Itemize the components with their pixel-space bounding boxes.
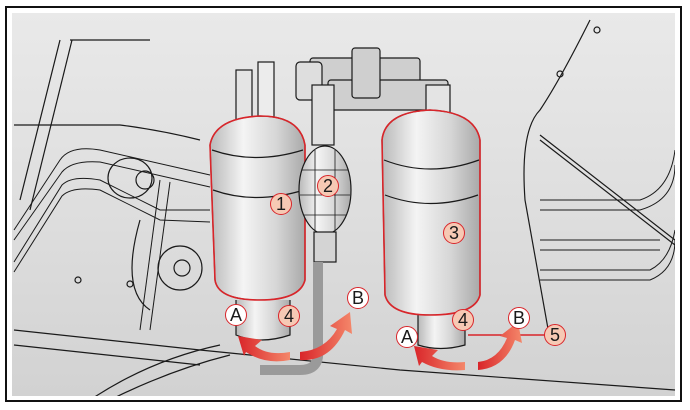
callout-a-right: A xyxy=(396,326,418,348)
callout-a-left: A xyxy=(225,304,247,326)
callout-b-right: B xyxy=(508,307,530,329)
callout-4-left-drain: 4 xyxy=(278,305,300,327)
fuel-filter-illustration xyxy=(13,19,675,396)
callout-1-filter: 1 xyxy=(270,193,292,215)
callout-b-left: B xyxy=(347,287,369,309)
illustration-area xyxy=(12,13,675,396)
callout-2-primer-bulb: 2 xyxy=(317,175,339,197)
arrow-left-a xyxy=(238,336,290,362)
callout-5: 5 xyxy=(544,324,566,346)
callout-3-filter: 3 xyxy=(443,222,465,244)
callout-4-right-drain: 4 xyxy=(452,309,474,331)
